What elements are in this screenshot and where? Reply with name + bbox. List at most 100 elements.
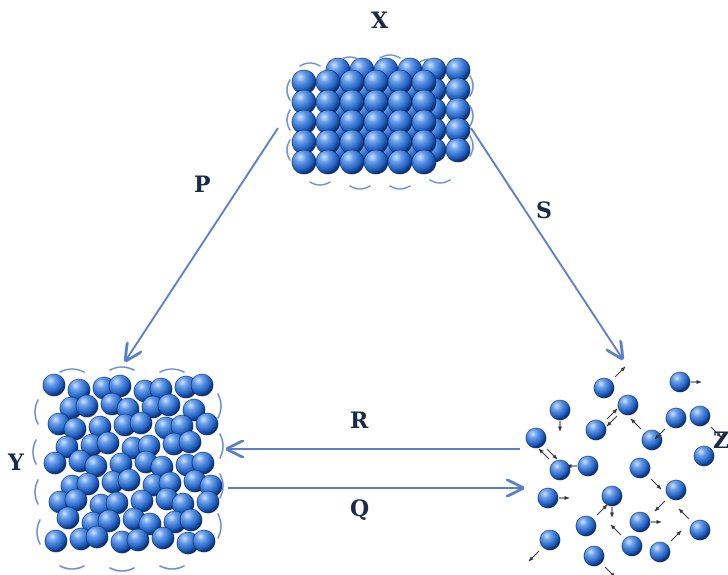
transition-label-s: S: [536, 198, 552, 224]
motion-arrow: [528, 550, 540, 562]
gas-particle: [693, 445, 715, 467]
liquid-particle: [117, 468, 141, 492]
gas-particle: [669, 371, 691, 393]
gas-particle: [629, 457, 651, 479]
motion-arrow: [650, 478, 662, 490]
liquid-particle: [76, 472, 100, 496]
motion-arrow: [546, 448, 558, 460]
gas-particle: [577, 455, 599, 477]
liquid-particle: [43, 451, 67, 475]
liquid-particle: [96, 431, 120, 455]
vibration-arc: [286, 139, 291, 161]
liquid-particle: [138, 512, 162, 536]
vibration-arc: [286, 79, 291, 101]
gas-particle: [621, 535, 643, 557]
motion-arrow: [606, 415, 618, 427]
solid-particle: [387, 149, 413, 175]
liquid-state-particles: [32, 366, 224, 572]
gas-particle: [649, 541, 671, 563]
vibration-arc: [219, 473, 224, 499]
solid-state-particles: [286, 54, 474, 190]
motion-arrow: [710, 426, 722, 438]
vibration-arc: [349, 185, 371, 190]
motion-arrow: [614, 366, 626, 378]
gas-particle: [537, 487, 559, 509]
liquid-particle: [97, 509, 121, 533]
vibration-arc: [59, 565, 85, 570]
liquid-particle: [196, 490, 220, 514]
liquid-particle: [178, 430, 202, 454]
gas-particle: [585, 419, 607, 441]
vibration-arc: [429, 179, 451, 184]
liquid-particle: [157, 393, 181, 417]
vibration-arc: [32, 439, 37, 465]
gas-particle: [575, 515, 597, 537]
vibration-arc: [217, 513, 222, 539]
gas-particle: [617, 394, 639, 416]
liquid-particle: [190, 373, 214, 397]
gas-particle: [601, 485, 623, 507]
gas-particle: [583, 545, 605, 567]
liquid-particle: [126, 528, 150, 552]
gas-particle: [689, 405, 711, 427]
liquid-particle: [85, 525, 109, 549]
transition-label-p: P: [194, 172, 211, 198]
motion-arrow: [670, 530, 682, 542]
motion-arrow: [654, 428, 666, 440]
gas-particle: [593, 377, 615, 399]
solid-particle: [291, 149, 317, 175]
solid-particle: [363, 149, 389, 175]
solid-particle: [315, 149, 341, 175]
vibration-arc: [219, 433, 224, 459]
liquid-particle: [195, 412, 219, 436]
vibration-arc: [217, 393, 222, 419]
gas-particle: [525, 427, 547, 449]
gas-particle: [665, 479, 687, 501]
motion-arrow: [630, 418, 642, 430]
vibration-arc: [59, 368, 85, 373]
liquid-particle: [192, 529, 216, 553]
vibration-arc: [339, 56, 361, 61]
vibration-arc: [109, 366, 135, 371]
motion-arrow: [538, 448, 550, 460]
motion-arrow: [596, 504, 608, 516]
gas-particle: [549, 399, 571, 421]
gas-particle: [539, 529, 561, 551]
liquid-particle: [75, 394, 99, 418]
liquid-particle: [151, 526, 175, 550]
motion-arrow: [654, 500, 666, 512]
vibration-arc: [109, 567, 135, 572]
gas-state-particles: [525, 366, 726, 575]
vibration-arc: [299, 62, 321, 67]
gas-particle: [689, 519, 711, 541]
vibration-arc: [159, 368, 185, 373]
vibration-arc: [36, 519, 41, 545]
vibration-arc: [309, 181, 331, 186]
motion-arrow: [606, 408, 618, 420]
state-label-x: X: [371, 8, 389, 34]
solid-particle: [445, 137, 471, 163]
motion-arrow: [604, 566, 616, 575]
arrow-p: [126, 127, 279, 360]
state-label-z: Z: [713, 428, 728, 454]
vibration-arc: [34, 479, 39, 505]
gas-particle: [641, 429, 663, 451]
vibration-arc: [34, 399, 39, 425]
vibration-arc: [379, 54, 401, 59]
liquid-particle: [55, 435, 79, 459]
transition-label-q: Q: [350, 496, 370, 522]
solid-particle: [411, 149, 437, 175]
liquid-particle: [56, 506, 80, 530]
motion-arrow: [610, 524, 622, 536]
liquid-particle: [182, 398, 206, 422]
liquid-particle: [129, 411, 153, 435]
vibration-arc: [469, 105, 474, 127]
vibration-arc: [469, 135, 474, 157]
motion-arrow: [678, 508, 690, 520]
vibration-arc: [389, 185, 411, 190]
liquid-particle: [42, 373, 66, 397]
gas-particle: [665, 407, 687, 429]
liquid-particle: [179, 508, 203, 532]
solid-particle: [339, 149, 365, 175]
